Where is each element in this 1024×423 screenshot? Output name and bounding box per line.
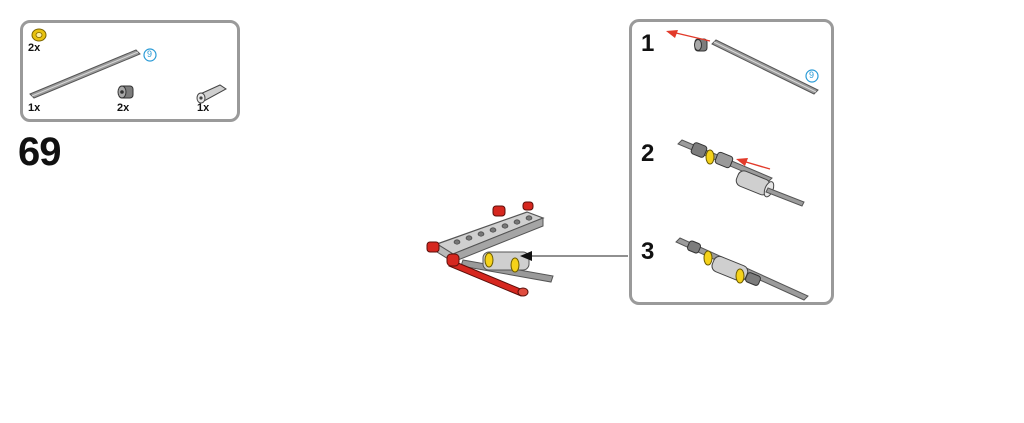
grey-bush-icon: [694, 38, 708, 52]
axle-9-icon: [711, 39, 819, 95]
part-qty: 2x: [117, 102, 130, 114]
axle-connector-icon: [196, 84, 227, 104]
completed-axle-assembly-icon: [675, 237, 809, 301]
step-number: 69: [18, 130, 61, 174]
red-arrow-left-icon: [666, 30, 711, 42]
axle-9-icon: [29, 49, 141, 99]
axle-length-label: 9: [147, 49, 153, 59]
yellow-bush-icon: [31, 28, 47, 42]
axle-length-badge-icon: [805, 69, 819, 83]
axle-length-label: 9: [809, 70, 815, 80]
substep-number: 2: [641, 140, 655, 167]
parts-list-panel: 2x 9 1x 2x 1x: [20, 20, 240, 122]
axle-length-badge-icon: [143, 48, 157, 62]
substep-number: 3: [641, 238, 655, 265]
red-arrow-left-icon: [736, 158, 771, 170]
grey-bush-icon: [117, 85, 134, 99]
model-assembly-illustration: [426, 201, 554, 297]
subassembly-panel: 1 9 2 3: [629, 19, 834, 305]
axle-with-bushes-icon: [677, 139, 805, 207]
substep-number: 1: [641, 30, 655, 57]
part-qty: 2x: [28, 42, 41, 54]
part-qty: 1x: [197, 102, 210, 114]
callout-arrow: [520, 251, 628, 261]
part-qty: 1x: [28, 102, 41, 114]
